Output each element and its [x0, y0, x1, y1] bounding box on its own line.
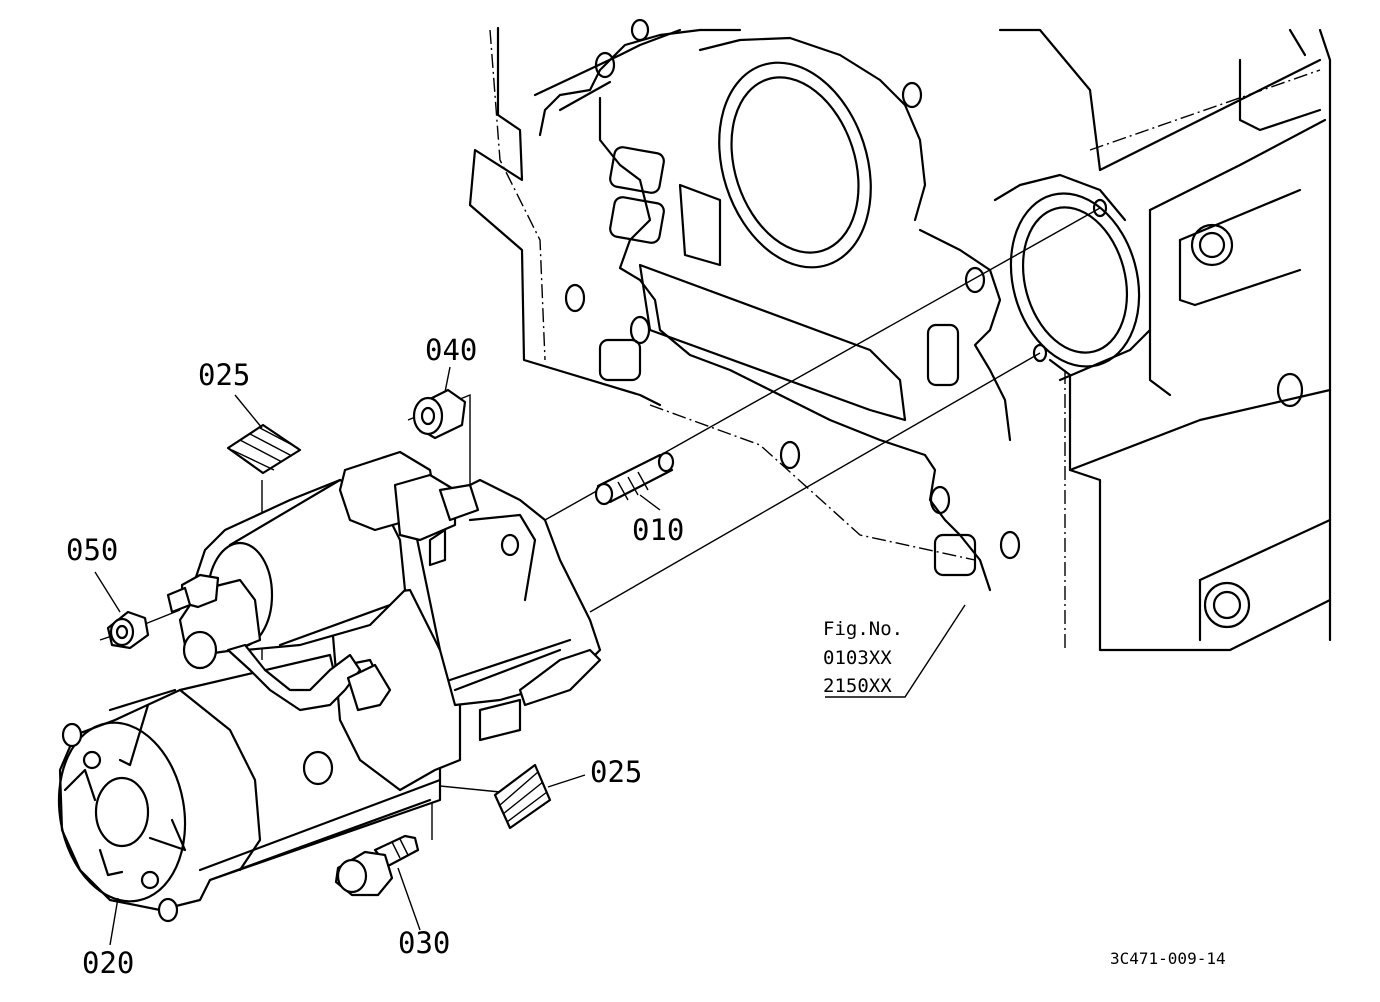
callout-020: 020	[82, 946, 134, 980]
engine-housing-outline	[468, 18, 1332, 652]
fig-ref-number-1: 0103XX	[823, 647, 892, 669]
callout-025-bottom: 025	[590, 755, 642, 789]
sealant-mark-025-bottom	[493, 763, 552, 830]
fig-ref-number-2: 2150XX	[823, 675, 892, 697]
drawing-id: 3C471-009-14	[1110, 949, 1226, 968]
callout-030: 030	[398, 926, 450, 960]
callout-040: 040	[425, 333, 477, 367]
callout-050: 050	[66, 533, 118, 567]
starter-motor[interactable]	[45, 450, 602, 923]
nut-050[interactable]	[106, 610, 150, 650]
stud-010[interactable]	[594, 451, 675, 506]
sealant-mark-025-top	[226, 423, 302, 475]
callout-010: 010	[632, 513, 684, 547]
bushing-040[interactable]	[412, 388, 467, 440]
fig-ref-title: Fig.No.	[823, 618, 903, 640]
leader-lines	[94, 366, 966, 946]
bolt-030[interactable]	[334, 834, 420, 897]
callout-025-top: 025	[198, 358, 250, 392]
